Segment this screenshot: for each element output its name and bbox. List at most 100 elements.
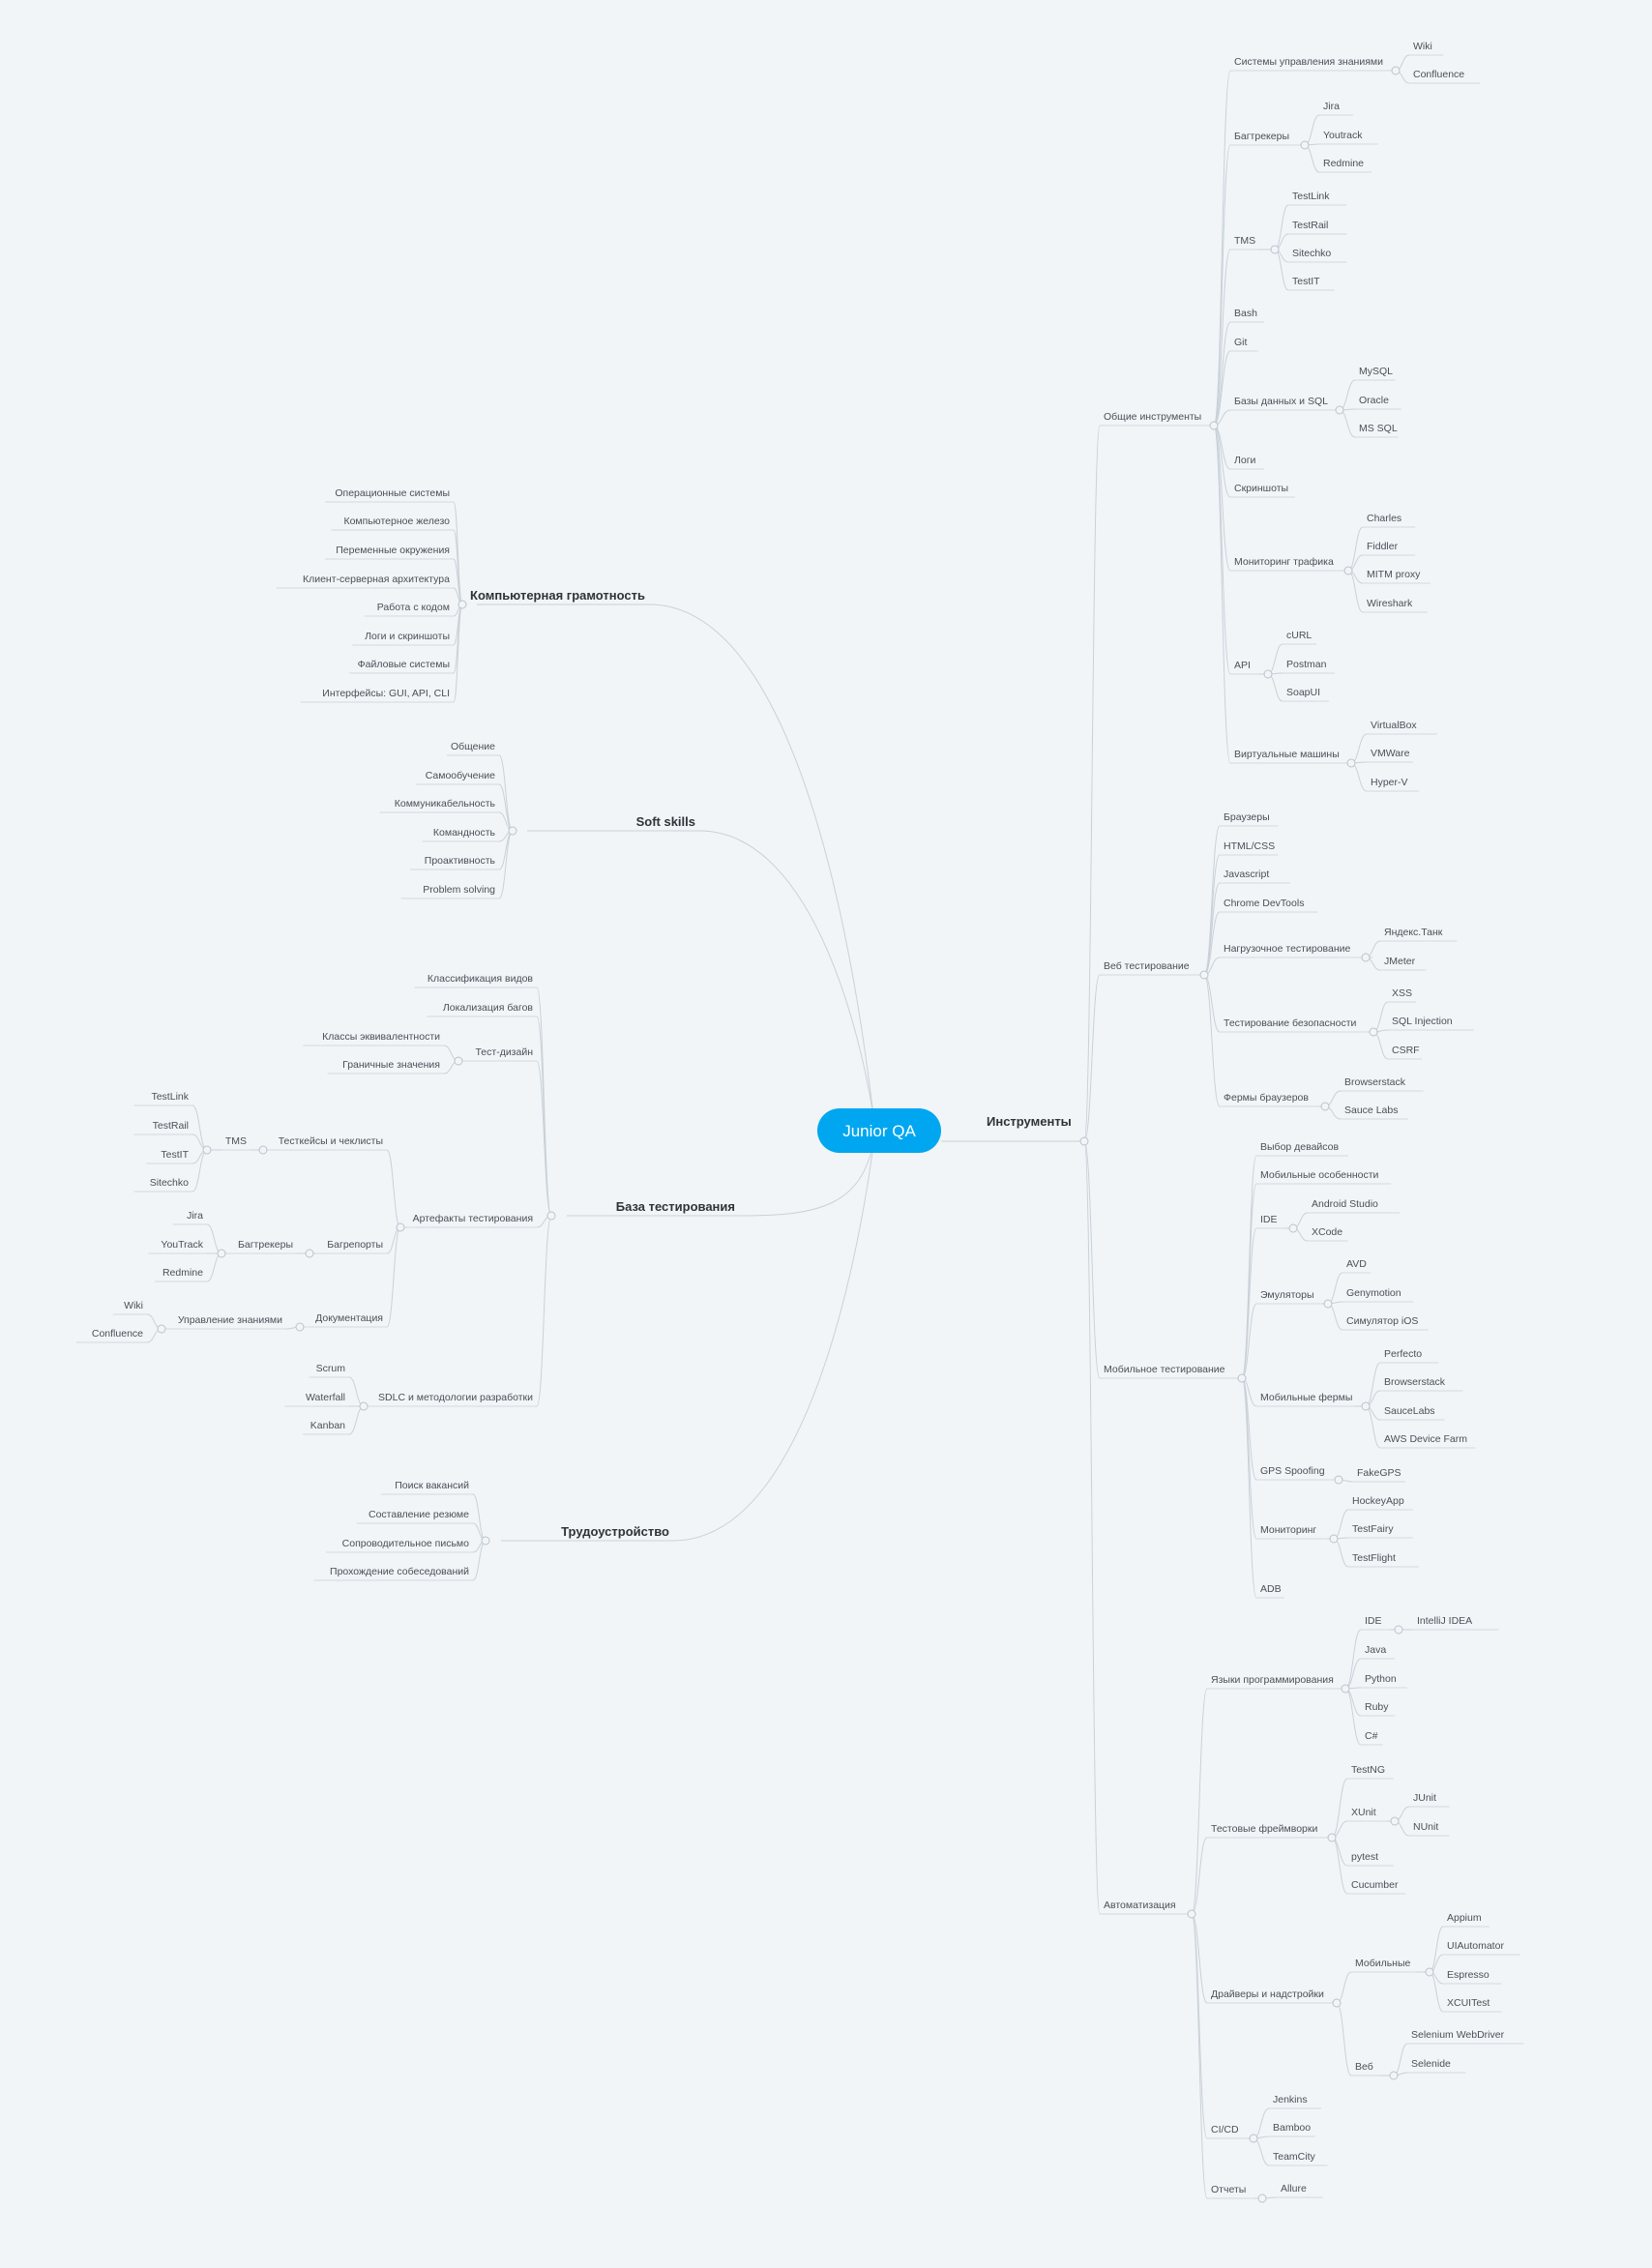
node-confluence-46[interactable]: Confluence	[1413, 69, 1464, 80]
collapse-knob[interactable]	[157, 1324, 166, 1334]
node-ide-116[interactable]: IDE	[1365, 1615, 1382, 1627]
node-xcode-97[interactable]: XCode	[1312, 1226, 1342, 1238]
node-tms-51[interactable]: TMS	[1234, 235, 1255, 247]
collapse-knob[interactable]	[1341, 1684, 1350, 1694]
node-wiki-33[interactable]: Wiki	[124, 1300, 143, 1311]
node-testit-55[interactable]: TestIT	[1292, 276, 1320, 287]
node-intellij-idea-117[interactable]: IntelliJ IDEA	[1417, 1615, 1472, 1627]
node-jenkins-139[interactable]: Jenkins	[1273, 2094, 1308, 2106]
node-c-121[interactable]: C#	[1365, 1730, 1378, 1742]
main-topic-soft-skills[interactable]: Soft skills	[636, 814, 695, 829]
node-самообучение-9[interactable]: Самообучение	[426, 770, 495, 781]
node-kanban-38[interactable]: Kanban	[310, 1420, 345, 1431]
node-общение-8[interactable]: Общение	[451, 741, 495, 752]
central-topic[interactable]: Junior QA	[817, 1108, 941, 1153]
node-selenium-webdriver-136[interactable]: Selenium WebDriver	[1411, 2029, 1505, 2041]
node-тест-дизайн-16[interactable]: Тест-дизайн	[475, 1046, 533, 1058]
collapse-knob[interactable]	[1237, 1373, 1247, 1383]
node-curl-70[interactable]: cURL	[1286, 630, 1312, 641]
node-sdlc-и-методологии-разработки-35[interactable]: SDLC и методологии разработки	[378, 1392, 533, 1403]
node-файловые-системы-6[interactable]: Файловые системы	[358, 659, 450, 670]
node-классы-эквивалентности-17[interactable]: Классы эквивалентности	[322, 1031, 440, 1043]
node-командность-11[interactable]: Командность	[433, 827, 496, 839]
collapse-knob[interactable]	[295, 1322, 305, 1332]
node-cucumber-128[interactable]: Cucumber	[1351, 1879, 1399, 1891]
node-артефакты-тестирования-19[interactable]: Артефакты тестирования	[413, 1213, 533, 1224]
node-redmine-50[interactable]: Redmine	[1323, 158, 1364, 169]
collapse-knob[interactable]	[305, 1249, 314, 1258]
node-redmine-30[interactable]: Redmine	[162, 1267, 203, 1279]
collapse-knob[interactable]	[454, 1056, 463, 1066]
node-sql-injection-87[interactable]: SQL Injection	[1392, 1016, 1453, 1027]
node-perfecto-103[interactable]: Perfecto	[1384, 1348, 1422, 1360]
collapse-knob[interactable]	[1391, 66, 1401, 75]
node-java-118[interactable]: Java	[1365, 1644, 1386, 1656]
main-topic-инструменты[interactable]: Инструменты	[987, 1114, 1072, 1129]
node-teamcity-141[interactable]: TeamCity	[1273, 2151, 1316, 2163]
node-автоматизация-114[interactable]: Автоматизация	[1104, 1900, 1176, 1911]
node-веб-135[interactable]: Веб	[1355, 2061, 1373, 2073]
node-sitechko-25[interactable]: Sitechko	[150, 1177, 189, 1189]
node-android-studio-96[interactable]: Android Studio	[1312, 1198, 1378, 1210]
node-локализация-багов-15[interactable]: Локализация багов	[443, 1002, 534, 1014]
node-wiki-45[interactable]: Wiki	[1413, 41, 1432, 52]
node-мобильные-фермы-102[interactable]: Мобильные фермы	[1260, 1392, 1352, 1403]
node-sauce-labs-91[interactable]: Sauce Labs	[1344, 1105, 1398, 1116]
collapse-knob[interactable]	[1320, 1102, 1330, 1111]
node-скриншоты-63[interactable]: Скриншоты	[1234, 483, 1288, 494]
node-scrum-36[interactable]: Scrum	[316, 1363, 346, 1374]
collapse-knob[interactable]	[1249, 2134, 1258, 2143]
node-эмуляторы-98[interactable]: Эмуляторы	[1260, 1289, 1314, 1301]
node-bash-56[interactable]: Bash	[1234, 308, 1257, 319]
node-драйверы-и-надстройки-129[interactable]: Драйверы и надстройки	[1211, 1988, 1324, 2000]
collapse-knob[interactable]	[258, 1145, 268, 1155]
collapse-knob[interactable]	[1263, 669, 1273, 679]
node-коммуникабельность-10[interactable]: Коммуникабельность	[395, 798, 496, 810]
node-bamboo-140[interactable]: Bamboo	[1273, 2122, 1311, 2134]
collapse-knob[interactable]	[1361, 953, 1371, 962]
main-topic-база-тестирования[interactable]: База тестирования	[616, 1199, 735, 1214]
node-git-57[interactable]: Git	[1234, 337, 1248, 348]
node-javascript-80[interactable]: Javascript	[1224, 869, 1269, 880]
node-api-69[interactable]: API	[1234, 660, 1251, 671]
node-browserstack-104[interactable]: Browserstack	[1384, 1376, 1446, 1388]
node-gps-spoofing-107[interactable]: GPS Spoofing	[1260, 1465, 1325, 1477]
node-проактивность-12[interactable]: Проактивность	[425, 855, 496, 867]
node-virtualbox-74[interactable]: VirtualBox	[1371, 720, 1417, 731]
node-xcuitest-134[interactable]: XCUITest	[1447, 1997, 1490, 2009]
node-багтрекеры-47[interactable]: Багтрекеры	[1234, 131, 1289, 142]
collapse-knob[interactable]	[1327, 1833, 1337, 1842]
node-языки-программирования-115[interactable]: Языки программирования	[1211, 1674, 1334, 1686]
node-базы-данных-и-sql-58[interactable]: Базы данных и SQL	[1234, 396, 1328, 407]
node-логи-62[interactable]: Логи	[1234, 455, 1256, 466]
node-postman-71[interactable]: Postman	[1286, 659, 1327, 670]
node-тесткейсы-и-чеклисты-20[interactable]: Тесткейсы и чеклисты	[279, 1135, 383, 1147]
node-симулятор-ios-101[interactable]: Симулятор iOS	[1346, 1315, 1418, 1327]
node-отчеты-142[interactable]: Отчеты	[1211, 2184, 1246, 2195]
node-adb-113[interactable]: ADB	[1260, 1583, 1282, 1595]
node-nunit-126[interactable]: NUnit	[1413, 1821, 1438, 1833]
collapse-knob[interactable]	[1288, 1223, 1298, 1233]
collapse-knob[interactable]	[1343, 566, 1353, 575]
collapse-knob[interactable]	[1270, 245, 1280, 254]
node-нагрузочное-тестирование-82[interactable]: Нагрузочное тестирование	[1224, 943, 1350, 955]
node-тестовые-фреймворки-122[interactable]: Тестовые фреймворки	[1211, 1823, 1317, 1835]
node-ci-cd-138[interactable]: CI/CD	[1211, 2124, 1239, 2135]
node-переменные-окружения-2[interactable]: Переменные окружения	[336, 545, 450, 556]
collapse-knob[interactable]	[1209, 421, 1219, 430]
collapse-knob[interactable]	[1187, 1909, 1196, 1919]
collapse-knob[interactable]	[546, 1211, 556, 1221]
node-aws-device-farm-106[interactable]: AWS Device Farm	[1384, 1433, 1467, 1445]
node-xunit-124[interactable]: XUnit	[1351, 1807, 1376, 1818]
node-ruby-120[interactable]: Ruby	[1365, 1701, 1389, 1713]
node-avd-99[interactable]: AVD	[1346, 1258, 1367, 1270]
node-tms-21[interactable]: TMS	[225, 1135, 247, 1147]
node-python-119[interactable]: Python	[1365, 1673, 1397, 1685]
node-интерфейсы-gui-api-cli-7[interactable]: Интерфейсы: GUI, API, CLI	[322, 688, 450, 699]
node-мониторинг-109[interactable]: Мониторинг	[1260, 1524, 1316, 1536]
node-confluence-34[interactable]: Confluence	[92, 1328, 143, 1340]
node-uiautomator-132[interactable]: UIAutomator	[1447, 1940, 1504, 1952]
node-клиент-серверная-архитектура-3[interactable]: Клиент-серверная архитектура	[303, 574, 450, 585]
node-testlink-52[interactable]: TestLink	[1292, 191, 1330, 202]
collapse-knob[interactable]	[481, 1536, 490, 1546]
